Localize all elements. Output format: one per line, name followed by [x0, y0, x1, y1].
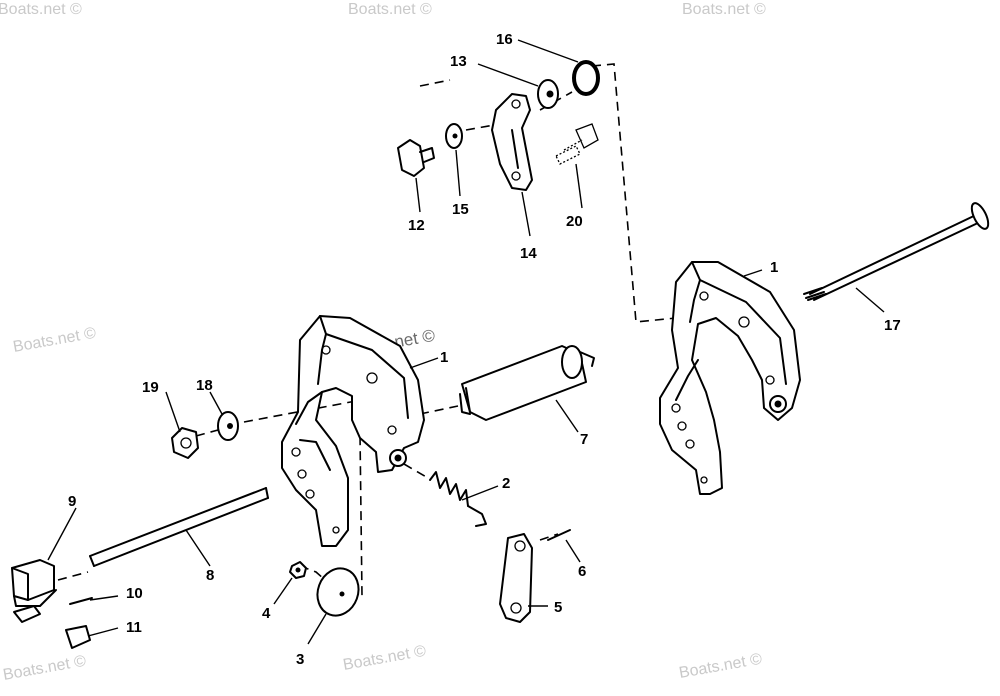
- part-15-washer: [445, 123, 463, 149]
- leader-lines: [47, 39, 885, 645]
- spring-2: [429, 471, 487, 527]
- watermark-bottom-right: Boats.net ©: [678, 651, 764, 682]
- part-11-clip: [13, 605, 91, 649]
- dashed-line-bracket-to-2: [403, 463, 429, 479]
- label-1-right: 1: [770, 259, 778, 276]
- label-14: 14: [520, 245, 537, 262]
- part-14-plate: [491, 93, 533, 191]
- part-20-bolt: [555, 123, 599, 165]
- watermark-bottom-center: Boats.net ©: [342, 643, 428, 674]
- label-2: 2: [502, 475, 510, 492]
- label-5: 5: [554, 599, 562, 616]
- label-6: 6: [578, 563, 586, 580]
- part-13-washer: [537, 79, 559, 109]
- label-19: 19: [142, 379, 159, 396]
- part-4-nut: [289, 561, 307, 579]
- label-7: 7: [580, 431, 588, 448]
- watermark-bottom-left: Boats.net ©: [2, 653, 88, 684]
- part-3-disc: [316, 567, 360, 617]
- part-10-pin: [69, 597, 93, 605]
- dashed-line-12-15: [419, 79, 451, 87]
- label-8: 8: [206, 567, 214, 584]
- label-18: 18: [196, 377, 213, 394]
- part-6-pin: [547, 529, 571, 541]
- assembly-lines: [57, 63, 677, 601]
- part-9-clip: [11, 559, 57, 607]
- label-17: 17: [884, 317, 901, 334]
- part-19-nut: [171, 427, 199, 459]
- watermark-left: Boats.net ©: [12, 325, 98, 356]
- part-5-lever: [499, 533, 533, 623]
- label-10: 10: [126, 585, 143, 602]
- part-12-knob: [397, 139, 435, 177]
- left-clamp-bracket: [281, 315, 425, 547]
- dashed-line-bracket-to-7: [419, 405, 459, 415]
- watermark-top-right: Boats.net ©: [682, 1, 766, 18]
- dashed-line-3-to-bracket: [299, 433, 363, 601]
- label-12: 12: [408, 217, 425, 234]
- part-18-washer: [217, 411, 239, 441]
- label-16: 16: [496, 31, 513, 48]
- label-20: 20: [566, 213, 583, 230]
- right-clamp-bracket: [659, 261, 801, 495]
- label-1-left: 1: [440, 349, 448, 366]
- part-7-tube: [459, 345, 595, 421]
- part-labels: 16 13 12 15 14 20 1 17 1 7 19 18 2 9 8 6…: [68, 31, 901, 668]
- part-16-ring: [572, 60, 600, 96]
- label-15: 15: [452, 201, 469, 218]
- label-11: 11: [126, 619, 142, 636]
- watermark-top-center: Boats.net ©: [348, 1, 432, 18]
- label-9: 9: [68, 493, 76, 510]
- label-4: 4: [262, 605, 271, 622]
- label-13: 13: [450, 53, 467, 70]
- label-3: 3: [296, 651, 304, 668]
- watermark-top-left: Boats.net ©: [0, 1, 82, 18]
- dashed-line-16-to-right-bracket: [591, 63, 677, 323]
- long-bolt-17: [803, 202, 990, 301]
- part-8-rod: [89, 487, 269, 567]
